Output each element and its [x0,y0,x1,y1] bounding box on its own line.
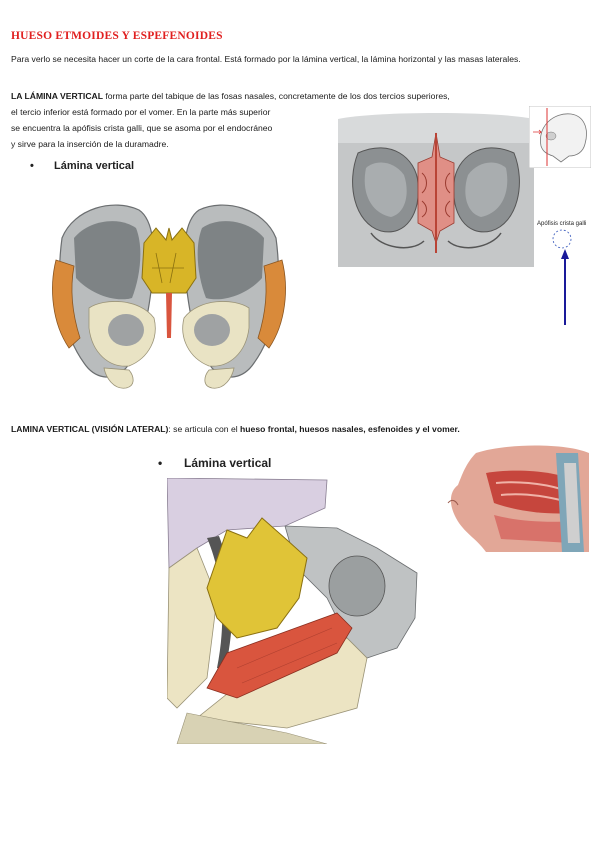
ethmoid-frontal-figure [52,204,286,389]
paragraph-line: el tercio inferior está formado por el v… [11,107,271,117]
paragraph-line: y sirve para la inserción de la duramadr… [11,139,169,149]
paragraph-line: forma parte del tabique de las fosas nas… [102,91,450,101]
vertical-plate-paragraph: LA LÁMINA VERTICAL forma parte del tabiq… [11,88,531,152]
lateral-view-heading: LAMINA VERTICAL (VISIÓN LATERAL) [11,424,169,434]
intro-paragraph: Para verlo se necesita hacer un corte de… [11,54,521,64]
sagittal-head-figure [446,443,589,552]
ethmoid-coronal-figure [338,113,534,267]
figure1-label-text: Lámina vertical [54,160,135,172]
articulation-list: hueso frontal, huesos nasales, esfenoide… [240,424,460,434]
paragraph-line: se encuentra la apófisis crista galli, q… [11,123,273,133]
lateral-view-paragraph: LAMINA VERTICAL (VISIÓN LATERAL): se art… [11,421,591,437]
figure3-label: • Lámina vertical [158,456,271,470]
bullet-icon: • [30,160,34,172]
skull-thumbnail [529,106,591,168]
figure1-label: • Lámina vertical [30,160,134,172]
figure3-label-text: Lámina vertical [184,456,272,470]
ethmoid-lateral-figure [167,478,418,744]
crista-galli-arrow [552,229,572,325]
paragraph-text: : se articula con el [168,424,241,434]
vertical-plate-heading: LA LÁMINA VERTICAL [11,91,103,101]
bullet-icon: • [158,456,163,470]
crista-galli-caption: Apófisis crista galli [537,221,587,227]
page-title: HUESO ETMOIDES Y ESPEFENOIDES [11,30,223,42]
